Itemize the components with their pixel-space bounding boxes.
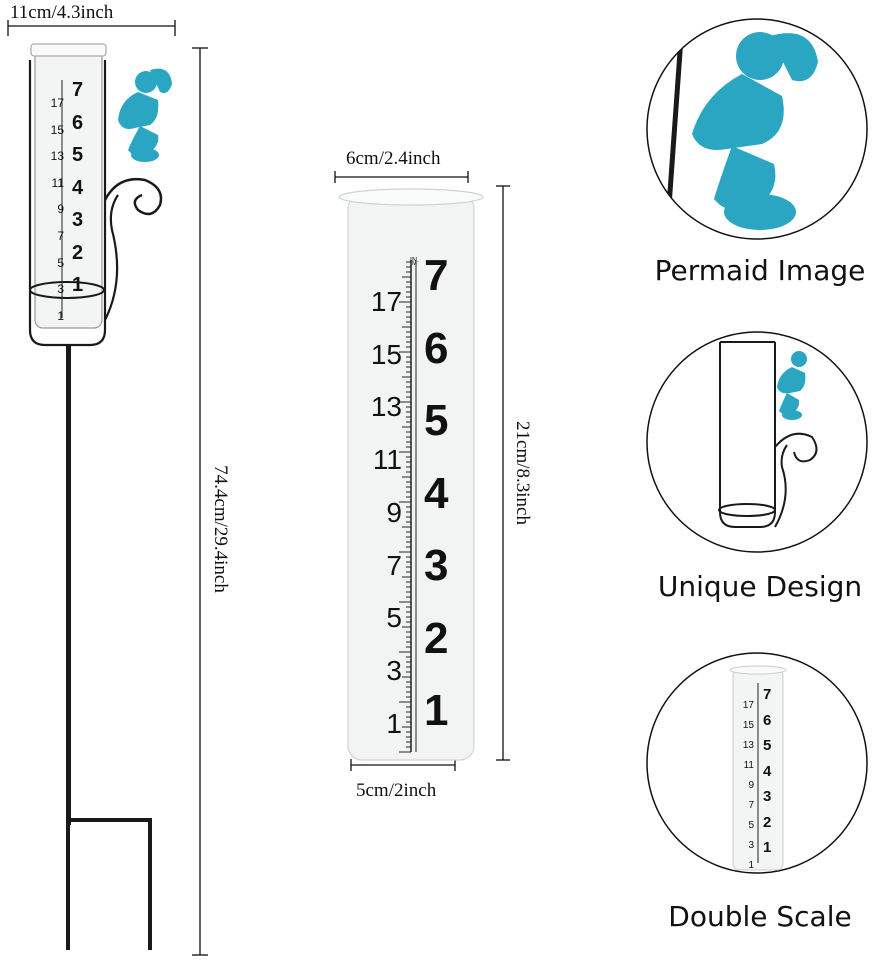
- mini2-cm-1: 1: [748, 860, 754, 871]
- feature-double-scale: 7 6 5 4 3 2 1 17 15 13 11 9 7 5 3 1 Doub…: [642, 648, 872, 948]
- tube-inch-7: 7: [424, 251, 449, 300]
- mini-inch-2: 2: [72, 241, 84, 264]
- overall-width-label: 11cm/4.3inch: [10, 2, 114, 23]
- mini-cm-3: 3: [57, 282, 64, 297]
- mini2-cm-13: 13: [742, 740, 754, 751]
- tube-inch-2: 2: [424, 613, 449, 663]
- mini-cm-1: 1: [57, 308, 64, 323]
- tube-cm-3: 3: [386, 654, 402, 686]
- mini-cm-9: 9: [57, 202, 64, 217]
- mini-cm-5: 5: [57, 255, 64, 270]
- overall-height-label: 74.4cm/29.4inch: [210, 465, 231, 593]
- mini-cm-17: 17: [50, 96, 64, 110]
- mini-inch-7: 7: [72, 79, 84, 101]
- mini2-inch-6: 6: [763, 711, 772, 729]
- feature-unique-design: Unique Design: [642, 327, 872, 617]
- mini-inch-numbers: 7 6 5 4 3 2 1: [72, 74, 102, 302]
- permaid-image-circle: [646, 18, 868, 240]
- tube-cm-9: 9: [386, 496, 402, 528]
- tube-height-label: 21cm/8.3inch: [512, 421, 533, 525]
- tube-inch-5: 5: [424, 396, 449, 445]
- mini2-cm-5: 5: [748, 820, 754, 831]
- tube-inch-3: 3: [424, 541, 449, 590]
- tube-cm-1: 1: [386, 707, 402, 739]
- mini2-inch-numbers: 7 6 5 4 3 2 1: [763, 682, 783, 861]
- full-gauge-illustration: [7, 20, 208, 956]
- tube-cm-11: 11: [372, 444, 402, 476]
- mini2-inch-2: 2: [763, 813, 772, 831]
- tube-cm-13: 13: [370, 391, 402, 423]
- mini-inch-1: 1: [72, 274, 84, 296]
- mini2-cm-9: 9: [748, 780, 754, 791]
- mini-inch-4: 4: [72, 176, 84, 199]
- tube-in-unit-label: IN.: [410, 257, 419, 264]
- mini2-inch-3: 3: [763, 788, 772, 805]
- mini2-cm-numbers: 17 15 13 11 9 7 5 3 1: [734, 696, 754, 876]
- mini-inch-6: 6: [72, 111, 84, 134]
- mini-inch-5: 5: [72, 144, 84, 166]
- tube-detail-figure: M 7 6 5 4 3 2 1 17 15 13 11 9 7 5 3 1 IN…: [320, 140, 560, 820]
- tube-cm-15: 15: [370, 338, 402, 370]
- mini-cm-13: 13: [50, 149, 64, 164]
- tube-cm-7: 7: [386, 549, 402, 581]
- tube-bottom-width-label: 5cm/2inch: [356, 780, 437, 801]
- full-gauge-figure: 7 6 5 4 3 2 1 17 15 13 11 9 7 5 3 1 11cm…: [0, 0, 240, 956]
- tube-detail-illustration: M: [334, 171, 510, 771]
- mini2-cm-3: 3: [748, 840, 754, 851]
- mini2-inch-7: 7: [763, 686, 772, 703]
- mini-inch-3: 3: [72, 209, 84, 231]
- feature-permaid: Permaid Image: [642, 14, 872, 304]
- feature-caption-double-scale: Double Scale: [668, 900, 852, 933]
- tube-inch-4: 4: [424, 468, 449, 518]
- mini2-inch-5: 5: [763, 737, 772, 754]
- mini-cm-numbers: 17 15 13 11 9 7 5 3 1: [44, 90, 64, 329]
- tube-top-width-label: 6cm/2.4inch: [346, 148, 441, 169]
- unique-design-circle: [646, 331, 868, 553]
- feature-caption-unique-design: Unique Design: [657, 570, 863, 603]
- mini2-inch-4: 4: [763, 762, 772, 780]
- mini-cm-7: 7: [57, 228, 64, 243]
- mini2-cm-11: 11: [743, 760, 754, 771]
- tube-inch-1: 1: [424, 686, 449, 735]
- tube-inch-6: 6: [424, 323, 449, 373]
- feature-caption-permaid: Permaid Image: [654, 254, 866, 287]
- tube-mm-unit: M: [412, 261, 417, 267]
- mini2-cm-15: 15: [742, 720, 754, 731]
- tube-inch-numbers: 7 6 5 4 3 2 1: [424, 240, 464, 748]
- tube-cm-17: 17: [370, 286, 402, 317]
- tube-ticks: [399, 261, 411, 753]
- tube-cm-numbers: 17 15 13 11 9 7 5 3 1: [350, 276, 402, 750]
- mini2-cm-17: 17: [742, 700, 754, 711]
- double-scale-circle: [646, 652, 868, 874]
- mini-cm-11: 11: [51, 175, 64, 190]
- mini2-cm-7: 7: [748, 800, 754, 811]
- mini-cm-15: 15: [50, 122, 64, 137]
- tube-cm-5: 5: [386, 602, 402, 634]
- mini2-inch-1: 1: [763, 839, 772, 856]
